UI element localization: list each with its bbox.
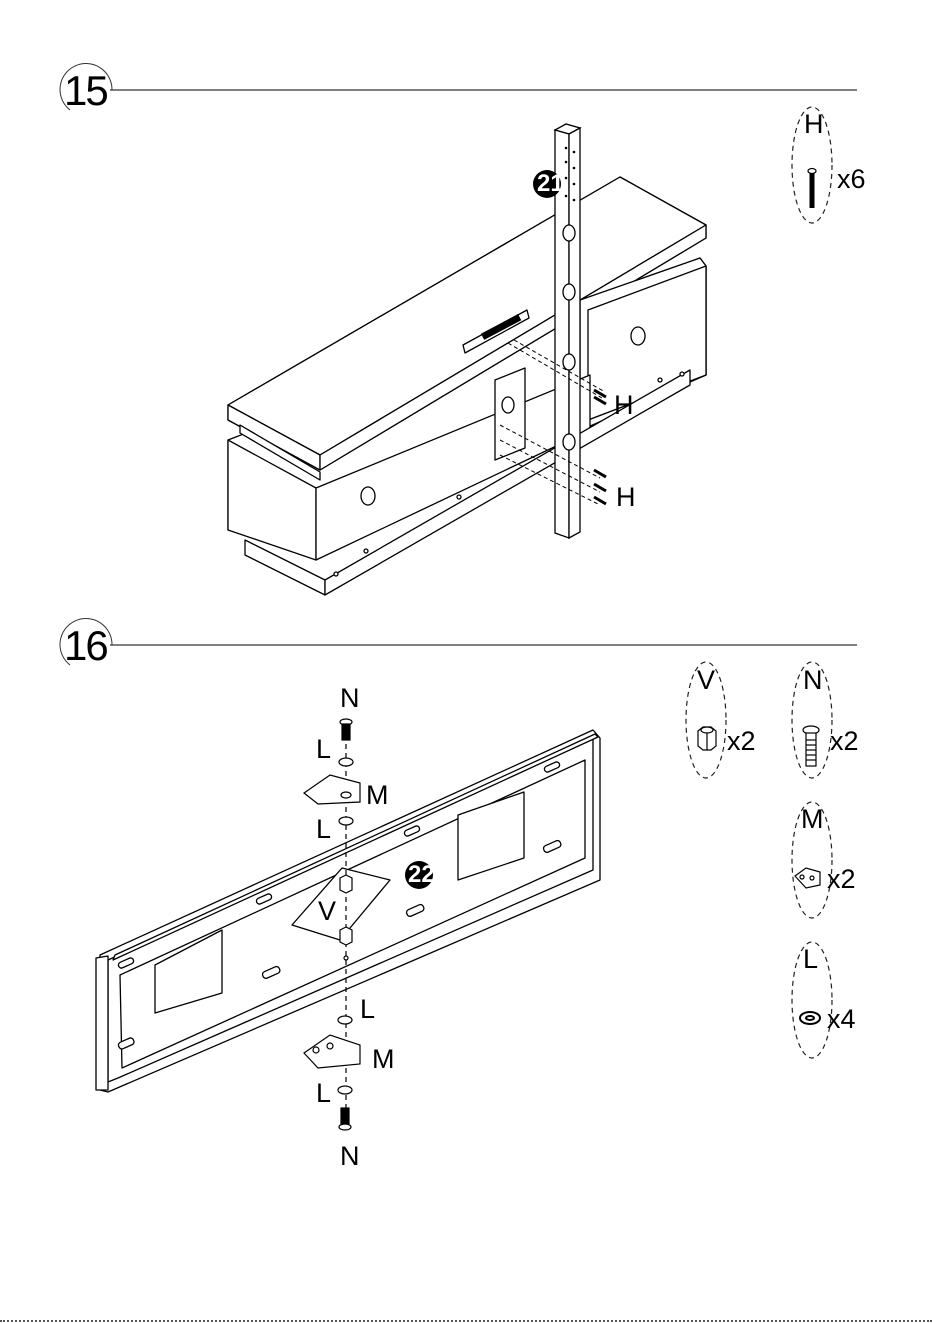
stack-label-n-top: N (340, 685, 360, 712)
bracket-icon (795, 868, 820, 888)
tv-stand-cabinet (228, 177, 706, 595)
page-bottom-edge (0, 1320, 932, 1322)
screw-label-bottom: H (616, 484, 636, 511)
stack-label-m-top: M (366, 782, 389, 809)
part-n-label: N (803, 667, 823, 694)
part-v-label: V (697, 667, 715, 694)
part-n-qty: x2 (830, 728, 859, 755)
screw-icon (808, 169, 816, 209)
part-h-qty: x6 (837, 166, 866, 193)
part-l-qty: x4 (827, 1006, 856, 1033)
stack-label-l-2: L (316, 816, 331, 843)
stack-label-m-bottom: M (372, 1046, 395, 1073)
washer-icon (800, 1012, 820, 1024)
stack-label-l-3: L (360, 996, 375, 1023)
part-h-label: H (804, 111, 824, 138)
stack-label-n-bottom: N (340, 1143, 360, 1170)
stack-label-l-1: L (316, 736, 331, 763)
step-16-header (60, 619, 857, 665)
part-m-qty: x2 (827, 866, 856, 893)
step-15-number: 15 (64, 70, 107, 112)
bolt-icon (803, 726, 819, 766)
step-15-header (60, 64, 857, 110)
nut-icon (698, 727, 716, 750)
part-v-qty: x2 (727, 728, 756, 755)
stack-label-v: V (318, 898, 336, 925)
panel-21-number: 21 (537, 172, 564, 196)
panel-22-number: 22 (408, 863, 435, 887)
part-m-label: M (801, 806, 824, 833)
step-16-number: 16 (64, 625, 107, 667)
stack-label-l-4: L (316, 1080, 331, 1107)
part-l-label: L (803, 946, 818, 973)
screw-label-top: H (614, 392, 634, 419)
